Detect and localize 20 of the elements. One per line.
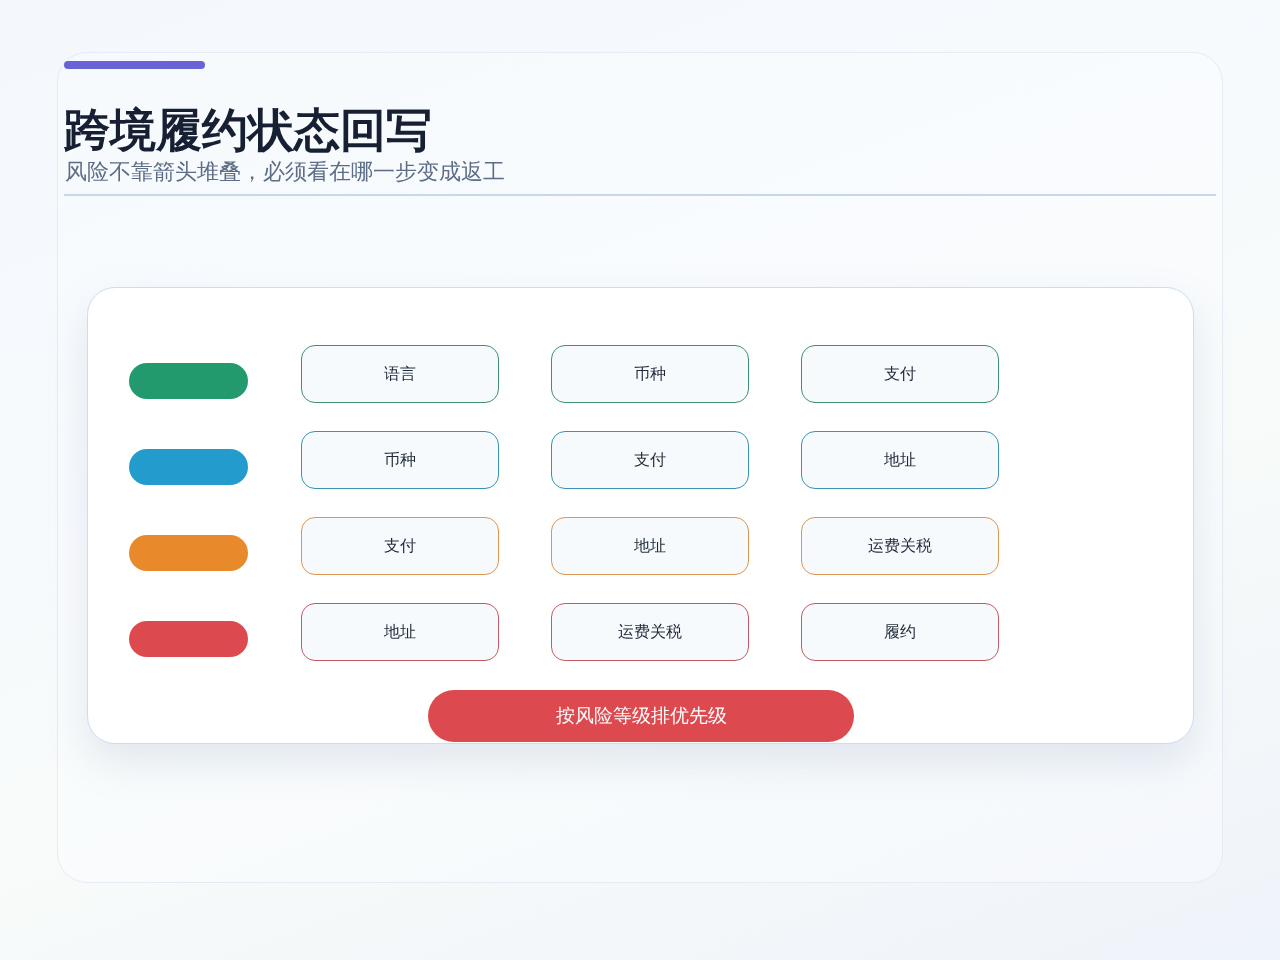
step-box: 语言 — [301, 345, 499, 403]
subtitle: 风险不靠箭头堆叠，必须看在哪一步变成返工 — [65, 158, 505, 186]
status-pill — [129, 449, 248, 485]
step-box: 履约 — [801, 603, 999, 661]
step-box: 币种 — [301, 431, 499, 489]
step-box: 运费关税 — [801, 517, 999, 575]
status-pill — [129, 363, 248, 399]
step-box: 运费关税 — [551, 603, 749, 661]
step-box: 币种 — [551, 345, 749, 403]
step-box: 支付 — [551, 431, 749, 489]
step-box: 地址 — [801, 431, 999, 489]
step-box: 地址 — [551, 517, 749, 575]
step-box: 支付 — [301, 517, 499, 575]
priority-button: 按风险等级排优先级 — [428, 690, 854, 742]
title: 跨境履约状态回写 — [64, 103, 432, 158]
card-panel — [87, 287, 1194, 744]
step-box: 地址 — [301, 603, 499, 661]
status-pill — [129, 621, 248, 657]
status-pill — [129, 535, 248, 571]
step-box: 支付 — [801, 345, 999, 403]
